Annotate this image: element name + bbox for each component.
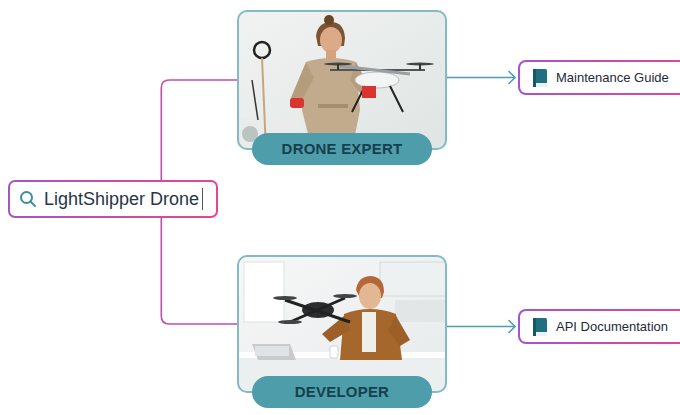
book-icon bbox=[532, 68, 548, 92]
role-label-pill: DEVELOPER bbox=[252, 376, 432, 408]
connector bbox=[161, 218, 237, 324]
role-label: DRONE EXPERT bbox=[282, 133, 403, 165]
drone-expert-photo bbox=[238, 11, 446, 149]
arrow-head bbox=[509, 72, 515, 84]
connector bbox=[447, 77, 515, 79]
role-card: DEVELOPER bbox=[237, 255, 447, 393]
role-card: DRONE EXPERT bbox=[237, 10, 447, 150]
search-query: LightShipper Drone bbox=[44, 188, 203, 210]
doc-title: API Documentation bbox=[556, 319, 668, 335]
search-box: LightShipper Drone bbox=[8, 180, 218, 218]
role-label: DEVELOPER bbox=[295, 376, 389, 408]
arrow-head bbox=[509, 321, 515, 333]
book-icon bbox=[532, 317, 548, 341]
doc-title: Maintenance Guide bbox=[556, 70, 669, 86]
developer-photo bbox=[238, 256, 446, 392]
connector bbox=[161, 80, 237, 180]
connector bbox=[447, 326, 515, 328]
search-icon bbox=[19, 190, 37, 212]
role-label-pill: DRONE EXPERT bbox=[252, 133, 432, 165]
doc-link-box: API Documentation bbox=[518, 309, 680, 344]
doc-link-box: Maintenance Guide bbox=[518, 60, 680, 95]
